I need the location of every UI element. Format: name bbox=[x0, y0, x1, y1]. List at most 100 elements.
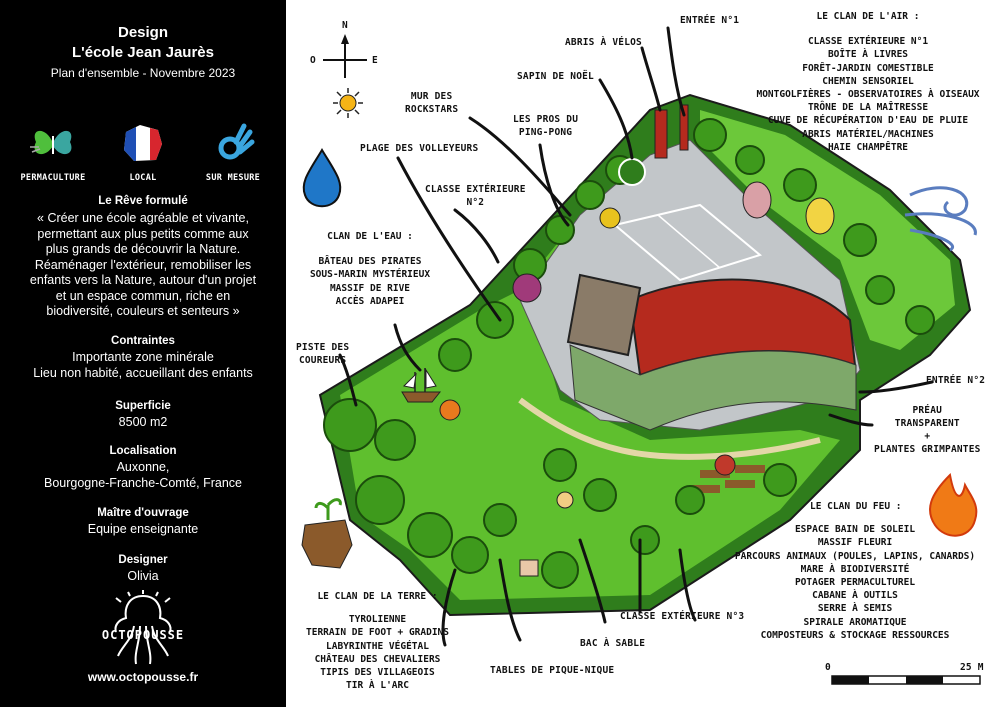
octopus-logo-icon bbox=[114, 590, 172, 665]
label-plage-volleyeurs: PLAGE DES VOLLEYEURS bbox=[360, 143, 479, 154]
clan-feu-list: LE CLAN DU FEU : ESPACE BAIN DE SOLEIL M… bbox=[720, 500, 990, 642]
clan-feu-item: COMPOSTEURS & STOCKAGE RESSOURCES bbox=[760, 629, 950, 641]
badge-sur-mesure: SUR MESURE bbox=[188, 122, 278, 183]
label-line: PRÉAU bbox=[912, 405, 943, 416]
reve-line: biodiversité, couleurs et senteurs » bbox=[46, 304, 240, 318]
maitre-heading: Maître d'ouvrage bbox=[97, 507, 189, 519]
contrainte-line: Lieu non habité, accueillant des enfants bbox=[33, 365, 253, 380]
pirate-ship bbox=[401, 391, 442, 403]
website-link[interactable]: www.octopousse.fr bbox=[87, 670, 199, 684]
clan-terre-list: LE CLAN DE LA TERRE : TYROLIENNE TERRAIN… bbox=[290, 590, 465, 692]
label-line: CLASSE EXTÉRIEURE bbox=[425, 184, 526, 195]
lawn-area bbox=[340, 240, 840, 600]
label-line: TRANSPARENT bbox=[894, 418, 960, 429]
clan-terre-item: TERRAIN DE FOOT + GRADINS bbox=[306, 627, 449, 639]
ok-hand-icon bbox=[218, 123, 255, 160]
label-line: + bbox=[924, 431, 931, 442]
badge-sur-mesure-label: SUR MESURE bbox=[205, 173, 261, 183]
clan-air-item: TRÔNE DE LA MAÎTRESSE bbox=[807, 102, 929, 114]
label-classe-2: CLASSE EXTÉRIEURE N°2 bbox=[425, 183, 526, 209]
sandbox bbox=[556, 491, 574, 509]
localisation-text: Auxonne, Bourgogne-Franche-Comté, France bbox=[8, 460, 278, 491]
label-line: MUR DES bbox=[410, 91, 453, 102]
label-ping-pong: LES PROS DU PING-PONG bbox=[513, 113, 578, 139]
localisation-line: Bourgogne-Franche-Comté, France bbox=[43, 475, 242, 490]
garden-path bbox=[518, 397, 821, 460]
design-title: Design bbox=[117, 24, 168, 41]
clan-air-item: FORÊT-JARDIN COMESTIBLE bbox=[802, 62, 934, 74]
clan-terre-item: CHÂTEAU DES CHEVALIERS bbox=[314, 653, 441, 665]
localisation-line: Auxonne, bbox=[116, 460, 170, 474]
scale-bar bbox=[831, 675, 981, 685]
brand-name: OCTOPOUSSE bbox=[101, 628, 185, 642]
reve-line: permettant aux plus petits comme aux bbox=[37, 226, 249, 241]
label-line: N°2 bbox=[466, 197, 485, 208]
clan-feu-title: LE CLAN DU FEU : bbox=[810, 501, 902, 512]
badge-permaculture: PERMACULTURE bbox=[8, 122, 98, 183]
clan-feu-item: CABANE À OUTILS bbox=[812, 590, 898, 602]
clan-eau-title: CLAN DE L'EAU : bbox=[327, 231, 413, 242]
wind-icon bbox=[904, 186, 977, 252]
badge-permaculture-label: PERMACULTURE bbox=[20, 173, 86, 183]
superficie-value: 8500 m2 bbox=[118, 415, 168, 429]
compass-icon bbox=[323, 34, 367, 78]
designer-heading: Designer bbox=[118, 554, 168, 566]
contraintes-text: Importante zone minérale Lieu non habité… bbox=[8, 350, 278, 381]
label-classe-3: CLASSE EXTÉRIEURE N°3 bbox=[620, 611, 745, 622]
label-line: LES PROS DU bbox=[513, 114, 579, 125]
label-sapin-noel: SAPIN DE NOËL bbox=[517, 71, 594, 82]
reve-line: « Créer une école agréable et vivante, bbox=[37, 211, 249, 225]
clan-feu-item: PARCOURS ANIMAUX (POULES, LAPINS, CANARD… bbox=[734, 550, 976, 562]
clan-air-item: HAIE CHAMPÊTRE bbox=[827, 141, 909, 153]
clan-feu-item: SPIRALE AROMATIQUE bbox=[803, 616, 907, 628]
leader-lines bbox=[338, 26, 934, 647]
clan-feu-item: ESPACE BAIN DE SOLEIL bbox=[794, 524, 916, 536]
label-entree-2: ENTRÉE N°2 bbox=[926, 375, 986, 386]
superficie-heading: Superficie bbox=[115, 400, 171, 412]
reve-line: plus grands de découvrir la Nature. bbox=[45, 242, 241, 256]
roof-flat-section bbox=[566, 273, 642, 357]
yellow-tree bbox=[599, 207, 621, 229]
reve-line: et un espace commun, riche en bbox=[55, 288, 231, 303]
localisation-heading: Localisation bbox=[109, 445, 177, 457]
france-flag-icon bbox=[124, 125, 162, 161]
label-piste-coureurs: PISTE DES COUREURS bbox=[296, 341, 349, 367]
sun-icon bbox=[333, 88, 363, 118]
red-tree bbox=[714, 454, 736, 476]
label-abris-velos: ABRIS À VÉLOS bbox=[565, 37, 642, 48]
earth-clod-icon bbox=[301, 498, 353, 569]
fire-icon bbox=[929, 472, 978, 537]
reve-heading: Le Rêve formulé bbox=[98, 195, 188, 207]
label-preau: PRÉAU TRANSPARENT + PLANTES GRIMPANTES bbox=[874, 404, 981, 456]
school-name: L'école Jean Jaurès bbox=[72, 44, 214, 61]
clan-air-title: LE CLAN DE L'AIR : bbox=[816, 11, 920, 22]
scale-start: 0 bbox=[825, 662, 831, 673]
compass-west: O bbox=[310, 55, 316, 66]
clan-terre-item: LABYRINTHE VÉGÉTAL bbox=[326, 640, 429, 652]
label-mur-rockstars: MUR DES ROCKSTARS bbox=[405, 90, 458, 116]
reve-line: enfants vers la Nature, autour d'un proj… bbox=[29, 273, 257, 287]
label-tables-pique-nique: TABLES DE PIQUE-NIQUE bbox=[490, 665, 615, 676]
clan-eau-item: SOUS-MARIN MYSTÉRIEUX bbox=[309, 269, 431, 281]
reve-text: « Créer une école agréable et vivante, p… bbox=[8, 211, 278, 320]
contraintes-heading: Contraintes bbox=[111, 335, 175, 347]
badge-local: LOCAL bbox=[98, 122, 188, 183]
bike-shelter bbox=[654, 109, 668, 159]
maitre-value: Equipe enseignante bbox=[87, 522, 199, 536]
clan-air-item: MONTGOLFIÈRES - OBSERVATOIRES À OISEAUX bbox=[756, 89, 980, 101]
designer-value: Olivia bbox=[127, 569, 159, 583]
christmas-tree bbox=[618, 158, 646, 186]
clan-terre-item: TIR À L'ARC bbox=[346, 680, 409, 692]
compass-north: N bbox=[342, 20, 348, 31]
clan-terre-item: TIPIS DES VILLAGEOIS bbox=[320, 667, 435, 679]
vegetable-beds bbox=[690, 465, 765, 493]
water-drop-icon bbox=[302, 148, 342, 208]
purple-tree bbox=[512, 273, 542, 303]
plan-subtitle: Plan d'ensemble - Novembre 2023 bbox=[50, 66, 236, 80]
clan-eau-item: BÂTEAU DES PIRATES bbox=[318, 256, 422, 268]
gate-entree-1 bbox=[679, 104, 689, 151]
clan-terre-item: TYROLIENNE bbox=[348, 614, 407, 626]
orange-tree bbox=[439, 399, 461, 421]
clan-air-item: CLASSE EXTÉRIEURE N°1 bbox=[807, 36, 929, 48]
label-entree-1: ENTRÉE N°1 bbox=[680, 15, 740, 26]
